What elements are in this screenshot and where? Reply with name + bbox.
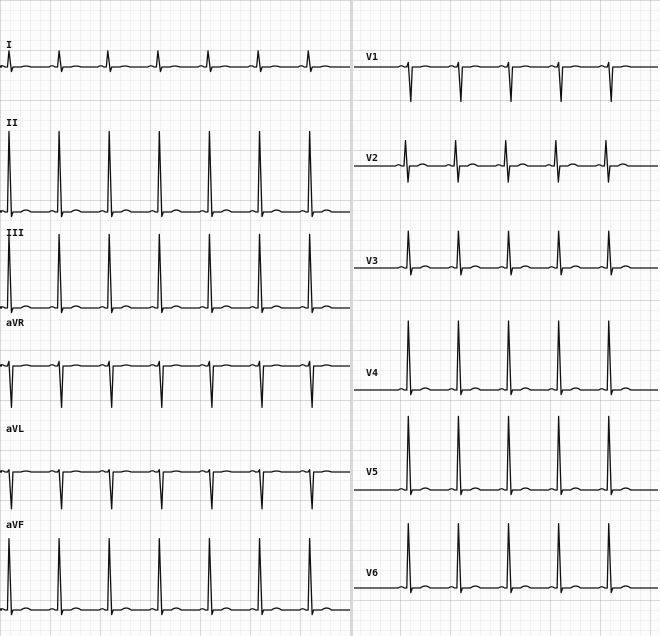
lead-avr-trace xyxy=(0,360,350,409)
lead-label-avl: aVL xyxy=(6,424,25,435)
lead-label-v5: V5 xyxy=(366,467,379,478)
lead-i-waveform xyxy=(0,50,350,73)
lead-ii-waveform xyxy=(0,130,350,218)
lead-v3-waveform xyxy=(354,230,658,276)
lead-label-v4: V4 xyxy=(366,368,379,379)
lead-v6-waveform xyxy=(354,522,658,594)
lead-label-avr: aVR xyxy=(6,318,25,329)
lead-v5-trace xyxy=(354,415,658,496)
lead-v5-waveform xyxy=(354,415,658,496)
lead-v4-trace xyxy=(354,320,658,396)
lead-v1-waveform xyxy=(354,61,658,103)
lead-avl-trace xyxy=(0,469,350,510)
lead-v4-waveform xyxy=(354,320,658,396)
lead-ii-trace xyxy=(0,130,350,218)
lead-v2-waveform xyxy=(354,140,658,183)
lead-v3-trace xyxy=(354,230,658,276)
lead-label-ii: II xyxy=(6,118,19,129)
lead-label-v3: V3 xyxy=(366,256,379,267)
lead-label-avf: aVF xyxy=(6,520,25,531)
lead-label-v2: V2 xyxy=(366,153,379,164)
lead-avr-waveform xyxy=(0,360,350,409)
lead-avf-trace xyxy=(0,538,350,616)
lead-label-iii: III xyxy=(6,228,25,239)
lead-label-v1: V1 xyxy=(366,52,379,63)
lead-v6-trace xyxy=(354,522,658,594)
lead-avf-waveform xyxy=(0,538,350,616)
column-divider xyxy=(351,0,353,636)
lead-iii-trace xyxy=(0,233,350,314)
lead-label-i: I xyxy=(6,40,13,51)
lead-v2-trace xyxy=(354,140,658,183)
lead-label-v6: V6 xyxy=(366,568,379,579)
lead-avl-waveform xyxy=(0,469,350,510)
lead-v1-trace xyxy=(354,61,658,103)
lead-i-trace xyxy=(0,50,350,73)
lead-iii-waveform xyxy=(0,233,350,314)
